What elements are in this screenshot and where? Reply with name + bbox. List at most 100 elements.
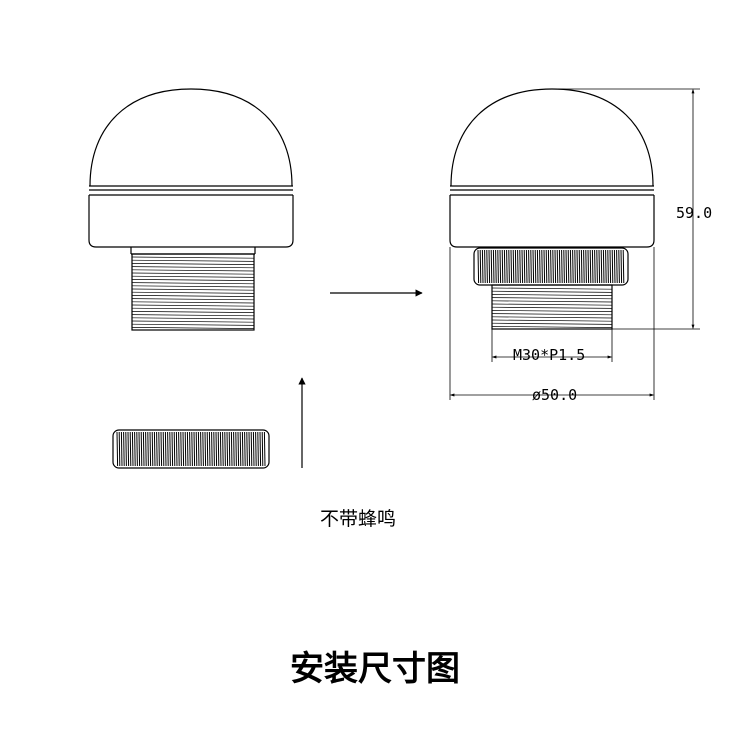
knurl-line	[184, 431, 187, 467]
knurl-line	[125, 431, 127, 467]
knurl-line	[521, 249, 524, 284]
knurl-line	[587, 249, 590, 284]
knurl-line	[605, 249, 607, 284]
knurl-line	[611, 249, 614, 284]
knurl-line	[594, 249, 596, 284]
knurl-line	[217, 431, 220, 467]
knurl-line	[167, 431, 169, 467]
right-thread-lines	[491, 287, 613, 328]
nut-knurl	[116, 431, 266, 467]
thread-line	[131, 259, 255, 262]
knurl-line	[241, 431, 244, 467]
knurl-line	[164, 431, 167, 467]
knurl-line	[539, 249, 541, 284]
knurl-line	[228, 431, 231, 467]
thread-line	[131, 323, 255, 326]
knurl-line	[215, 431, 218, 467]
knurl-line	[219, 431, 222, 467]
knurl-line	[602, 249, 605, 284]
knurl-line	[613, 249, 616, 284]
height-dimension: 59.0	[552, 88, 712, 330]
knurl-line	[501, 249, 504, 284]
knurl-line	[490, 249, 493, 284]
knurl-line	[583, 249, 585, 284]
knurl-line	[138, 431, 141, 467]
knurl-line	[173, 431, 176, 467]
thread-line	[491, 326, 613, 328]
diameter-dimension-label: ø50.0	[532, 386, 577, 404]
knurl-line	[233, 431, 235, 467]
knurl-line	[607, 249, 609, 284]
thread-line	[131, 298, 255, 301]
thread-line	[131, 311, 255, 313]
diameter-dimension: ø50.0	[449, 247, 655, 404]
knurl-line	[556, 249, 559, 284]
knurl-line	[162, 431, 165, 467]
knurl-line	[508, 249, 510, 284]
thread-line	[491, 316, 613, 319]
thread-line	[131, 317, 255, 320]
knurl-line	[186, 431, 189, 467]
knurl-line	[477, 249, 480, 284]
knurl-line	[497, 249, 499, 284]
knurl-line	[514, 249, 517, 284]
knurl-line	[574, 249, 576, 284]
knurl-line	[576, 249, 579, 284]
knurl-line	[517, 249, 519, 284]
knurl-line	[547, 249, 550, 284]
knurl-line	[120, 431, 123, 467]
knurl-line	[618, 249, 620, 284]
thread-line	[131, 295, 255, 297]
knurl-line	[589, 249, 592, 284]
knurl-line	[255, 431, 257, 467]
knurl-line	[554, 249, 557, 284]
knurl-line	[208, 431, 211, 467]
knurl-line	[565, 249, 568, 284]
knurl-line	[140, 431, 143, 467]
knurl-line	[180, 431, 182, 467]
knurl-line	[530, 249, 532, 284]
knurl-line	[182, 431, 185, 467]
knurl-line	[224, 431, 226, 467]
knurl-line	[550, 249, 552, 284]
knurl-line	[616, 249, 618, 284]
knurl-line	[558, 249, 561, 284]
page-title: 安装尺寸图	[290, 649, 460, 689]
thread-line	[491, 294, 613, 296]
thread-line	[491, 319, 613, 322]
knurl-line	[510, 249, 513, 284]
knurl-line	[528, 249, 530, 284]
knurl-line	[488, 249, 491, 284]
left-lamp-thread	[131, 253, 255, 331]
knurl-line	[598, 249, 601, 284]
knurl-line	[171, 431, 174, 467]
knurl-line	[609, 249, 612, 284]
knurl-line	[499, 249, 502, 284]
thread-line	[131, 256, 255, 259]
thread-line	[131, 307, 255, 310]
right-nut-knurl	[477, 249, 625, 284]
knurl-line	[202, 431, 204, 467]
knurl-line	[263, 431, 266, 467]
knurl-line	[169, 431, 171, 467]
knurl-line	[257, 431, 259, 467]
thread-line	[131, 263, 255, 265]
knurl-line	[244, 431, 246, 467]
right-lamp-dome	[450, 88, 654, 187]
knurl-line	[191, 431, 193, 467]
knurl-line	[127, 431, 130, 467]
knurl-line	[211, 431, 213, 467]
knurl-line	[213, 431, 215, 467]
right-lamp-body	[449, 195, 655, 248]
knurl-line	[569, 249, 572, 284]
right-lamp-thread	[491, 284, 613, 330]
thread-line	[131, 272, 255, 275]
knurl-line	[142, 431, 145, 467]
knurl-line	[175, 431, 178, 467]
thread-line	[491, 310, 613, 312]
knurl-line	[572, 249, 574, 284]
knurl-line	[495, 249, 497, 284]
knurl-line	[261, 431, 264, 467]
knurl-line	[131, 431, 134, 467]
thread-line	[491, 313, 613, 316]
